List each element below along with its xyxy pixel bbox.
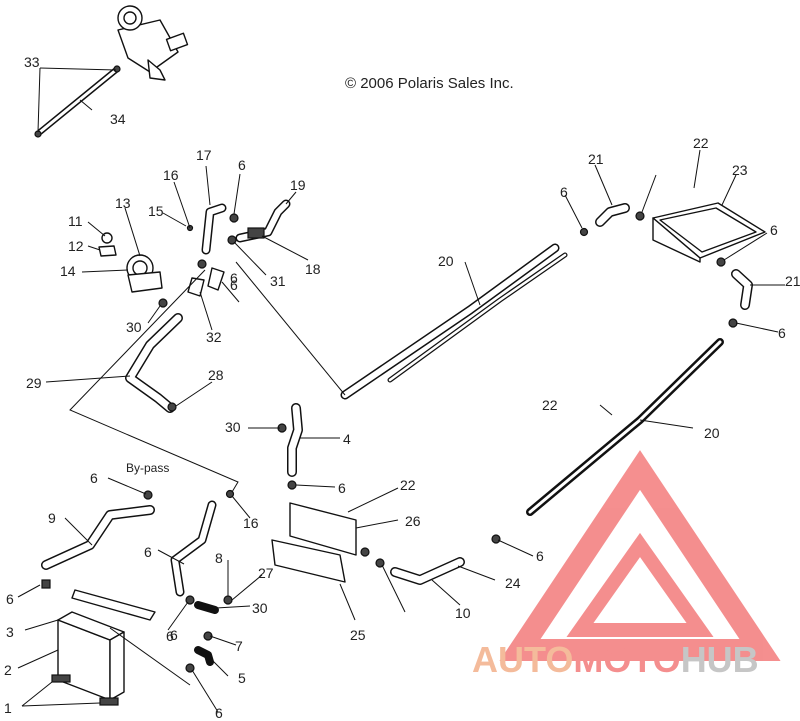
callout-label: 25 — [350, 627, 366, 643]
callout-label: 30 — [225, 419, 241, 435]
callout-label: 6 — [770, 222, 778, 238]
callout-label: 33 — [24, 54, 40, 70]
callout-label: 6 — [144, 544, 152, 560]
callout-label: 6 — [238, 157, 246, 173]
callout-label: 2 — [4, 662, 12, 678]
callout-label: 3 — [6, 624, 14, 640]
bypass-label: By-pass — [126, 461, 169, 475]
callout-label: 6 — [230, 277, 238, 293]
watermark-logo: AUTOMOTOHUB — [472, 450, 781, 680]
callout-label: 16 — [243, 515, 259, 531]
callout-label: 5 — [238, 670, 246, 686]
callout-label: 28 — [208, 367, 224, 383]
callout-label: 19 — [290, 177, 306, 193]
callout-label: 22 — [693, 135, 709, 151]
callout-label: 31 — [270, 273, 286, 289]
callout-label: 22 — [542, 397, 558, 413]
callout-label: 6 — [560, 184, 568, 200]
copyright-text: © 2006 Polaris Sales Inc. — [345, 75, 514, 92]
watermark-triangle-outer — [499, 450, 781, 661]
callout-label: 34 — [110, 111, 126, 127]
callout-label: 26 — [405, 513, 421, 529]
callout-label: 27 — [258, 565, 274, 581]
top-assembly — [98, 199, 291, 297]
callout-label: 21 — [588, 151, 604, 167]
callout-label: 13 — [115, 195, 131, 211]
callout-label: 9 — [48, 510, 56, 526]
callout-label: 23 — [732, 162, 748, 178]
watermark-auto: AUTO — [472, 639, 573, 680]
callout-label: 6 — [338, 480, 346, 496]
watermark-triangle-inner — [566, 532, 714, 637]
callout-label: 24 — [505, 575, 521, 591]
callout-label: 21 — [785, 273, 800, 289]
callout-label: 1 — [4, 700, 12, 716]
callout-label: 6 — [166, 628, 174, 644]
callout-label: 6 — [230, 270, 238, 286]
callout-label: 6 — [90, 470, 98, 486]
callout-label: 6 — [215, 705, 223, 721]
callout-label: 20 — [438, 253, 454, 269]
watermark-text: AUTOMOTOHUB — [472, 639, 759, 680]
callout-label: 30 — [126, 319, 142, 335]
callout-label: 17 — [196, 147, 212, 163]
radiator — [652, 202, 766, 263]
leader-lines — [17, 67, 785, 713]
callout-label: 12 — [68, 238, 84, 254]
callout-label: 14 — [60, 263, 76, 279]
callout-label: 22 — [400, 477, 416, 493]
callout-label: 6 — [6, 591, 14, 607]
callout-label: 6 — [778, 325, 786, 341]
callout-label: 11 — [68, 213, 83, 229]
oil-cooler — [51, 589, 156, 706]
callout-label: 16 — [163, 167, 179, 183]
callout-label: 7 — [235, 638, 243, 654]
callout-label: 20 — [704, 425, 720, 441]
callout-label: 29 — [26, 375, 42, 391]
callout-label: 32 — [206, 329, 222, 345]
recovery-bottle — [117, 5, 189, 81]
callout-label: 6 — [536, 548, 544, 564]
callout-label: 30 — [252, 600, 268, 616]
watermark-hub: HUB — [681, 639, 759, 680]
callout-label: 18 — [305, 261, 321, 277]
callout-label: 8 — [215, 550, 223, 566]
callout-label: 4 — [343, 431, 351, 447]
watermark-moto: MOTO — [573, 639, 680, 680]
callout-label: 15 — [148, 203, 164, 219]
callout-label: 10 — [455, 605, 471, 621]
callout-label: 6 — [170, 627, 178, 643]
